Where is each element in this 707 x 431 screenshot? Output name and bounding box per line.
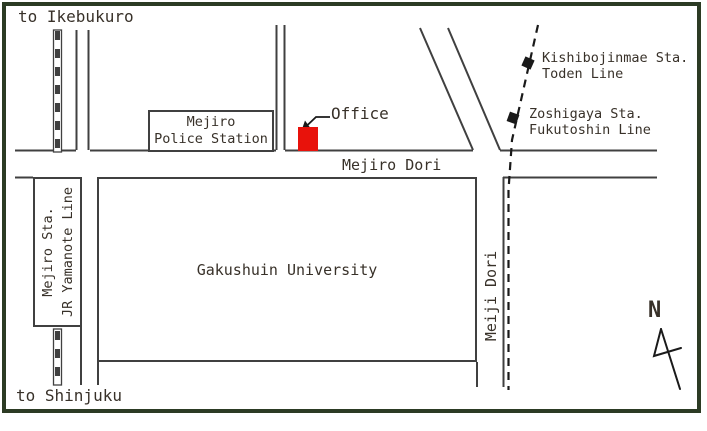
yamanote-railway [52,29,63,386]
office-marker [298,127,318,151]
compass-north-label: N [648,298,662,323]
meiji-dori-label-wrap: Meiji Dori [479,190,503,402]
station-side-road [75,30,99,385]
to-ikebukuro-label: to Ikebukuro [18,7,134,26]
diagonal-road [419,27,501,151]
police-side-road [275,25,286,150]
zoshigaya-station-marker [506,111,520,125]
metro-line [507,24,540,390]
mejiro-dori-label: Mejiro Dori [342,156,442,174]
mejiro-dori-road [15,149,657,179]
mejiro-station-label: Mejiro Sta.JR Yamanote Line [39,186,76,318]
meiji-dori-label: Meiji Dori [482,250,500,342]
to-shinjuku-label: to Shinjuku [16,386,122,405]
office-label: Office [331,104,389,123]
mejiro-station-box: Mejiro Sta.JR Yamanote Line [33,177,82,327]
compass-needle-icon [652,328,682,390]
gakushuin-university-label: Gakushuin University [196,260,378,279]
gakushuin-university-box: Gakushuin University [97,177,477,362]
kishibojinmae-station-label: Kishibojinmae Sta.Toden Line [542,50,689,82]
kishibojinmae-station-marker [521,56,535,70]
meiji-dori-road [476,177,505,387]
zoshigaya-station-label: Zoshigaya Sta.Fukutoshin Line [529,106,651,138]
